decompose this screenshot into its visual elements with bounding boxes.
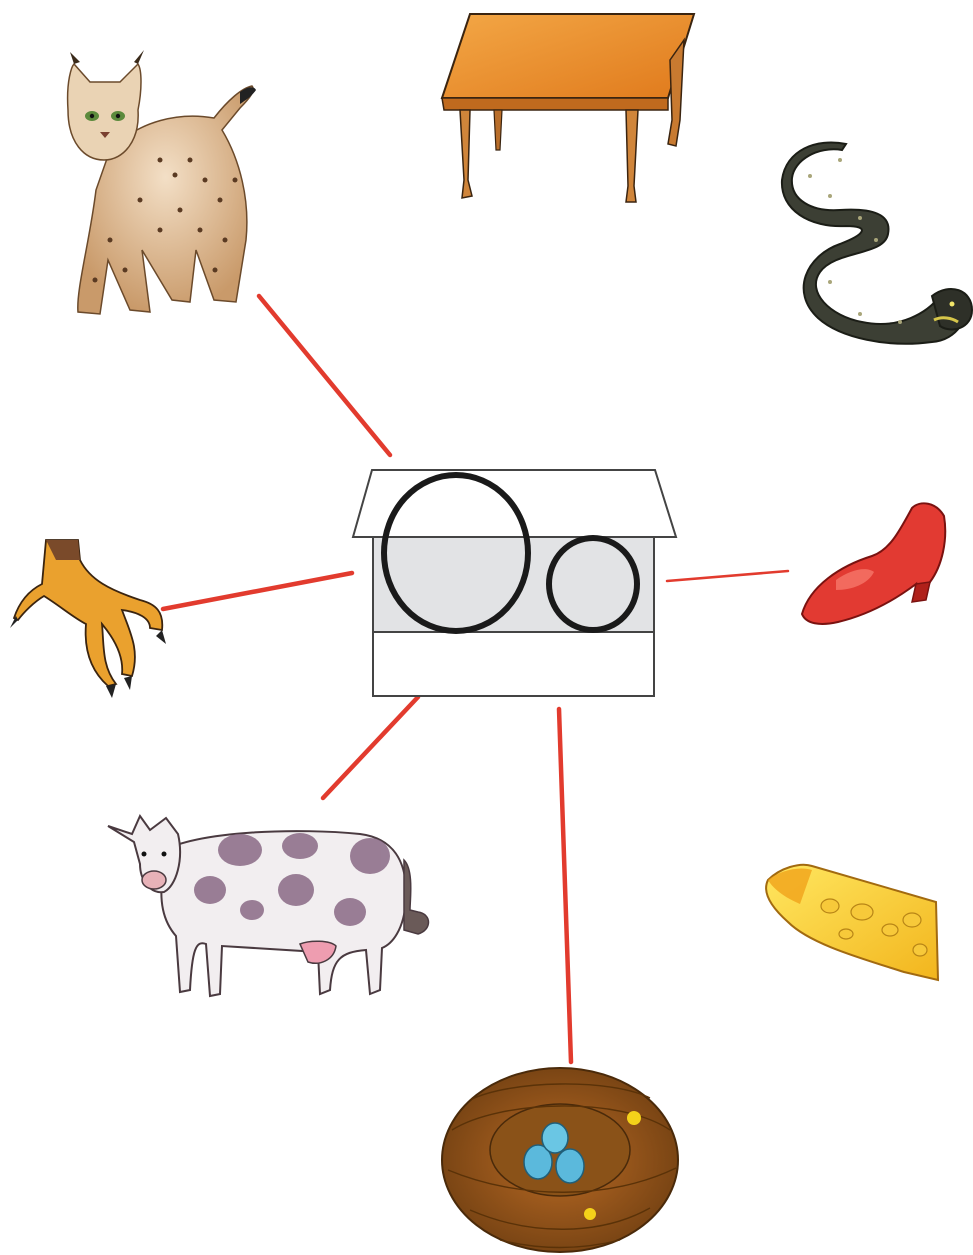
cheese-icon (766, 865, 938, 980)
snake-icon (782, 143, 972, 344)
shoe-icon (802, 503, 945, 624)
nest-icon (442, 1068, 678, 1252)
line-lynx (259, 296, 390, 455)
lynx-icon (68, 50, 256, 314)
table-icon (442, 14, 694, 202)
house-base (373, 632, 654, 696)
cow-icon (108, 816, 429, 996)
line-nest (559, 709, 571, 1062)
line-bird-claw (163, 573, 352, 609)
bird-claw-icon (10, 540, 166, 698)
line-cow (323, 697, 418, 798)
line-shoe (667, 571, 788, 581)
letter-house (353, 470, 676, 696)
